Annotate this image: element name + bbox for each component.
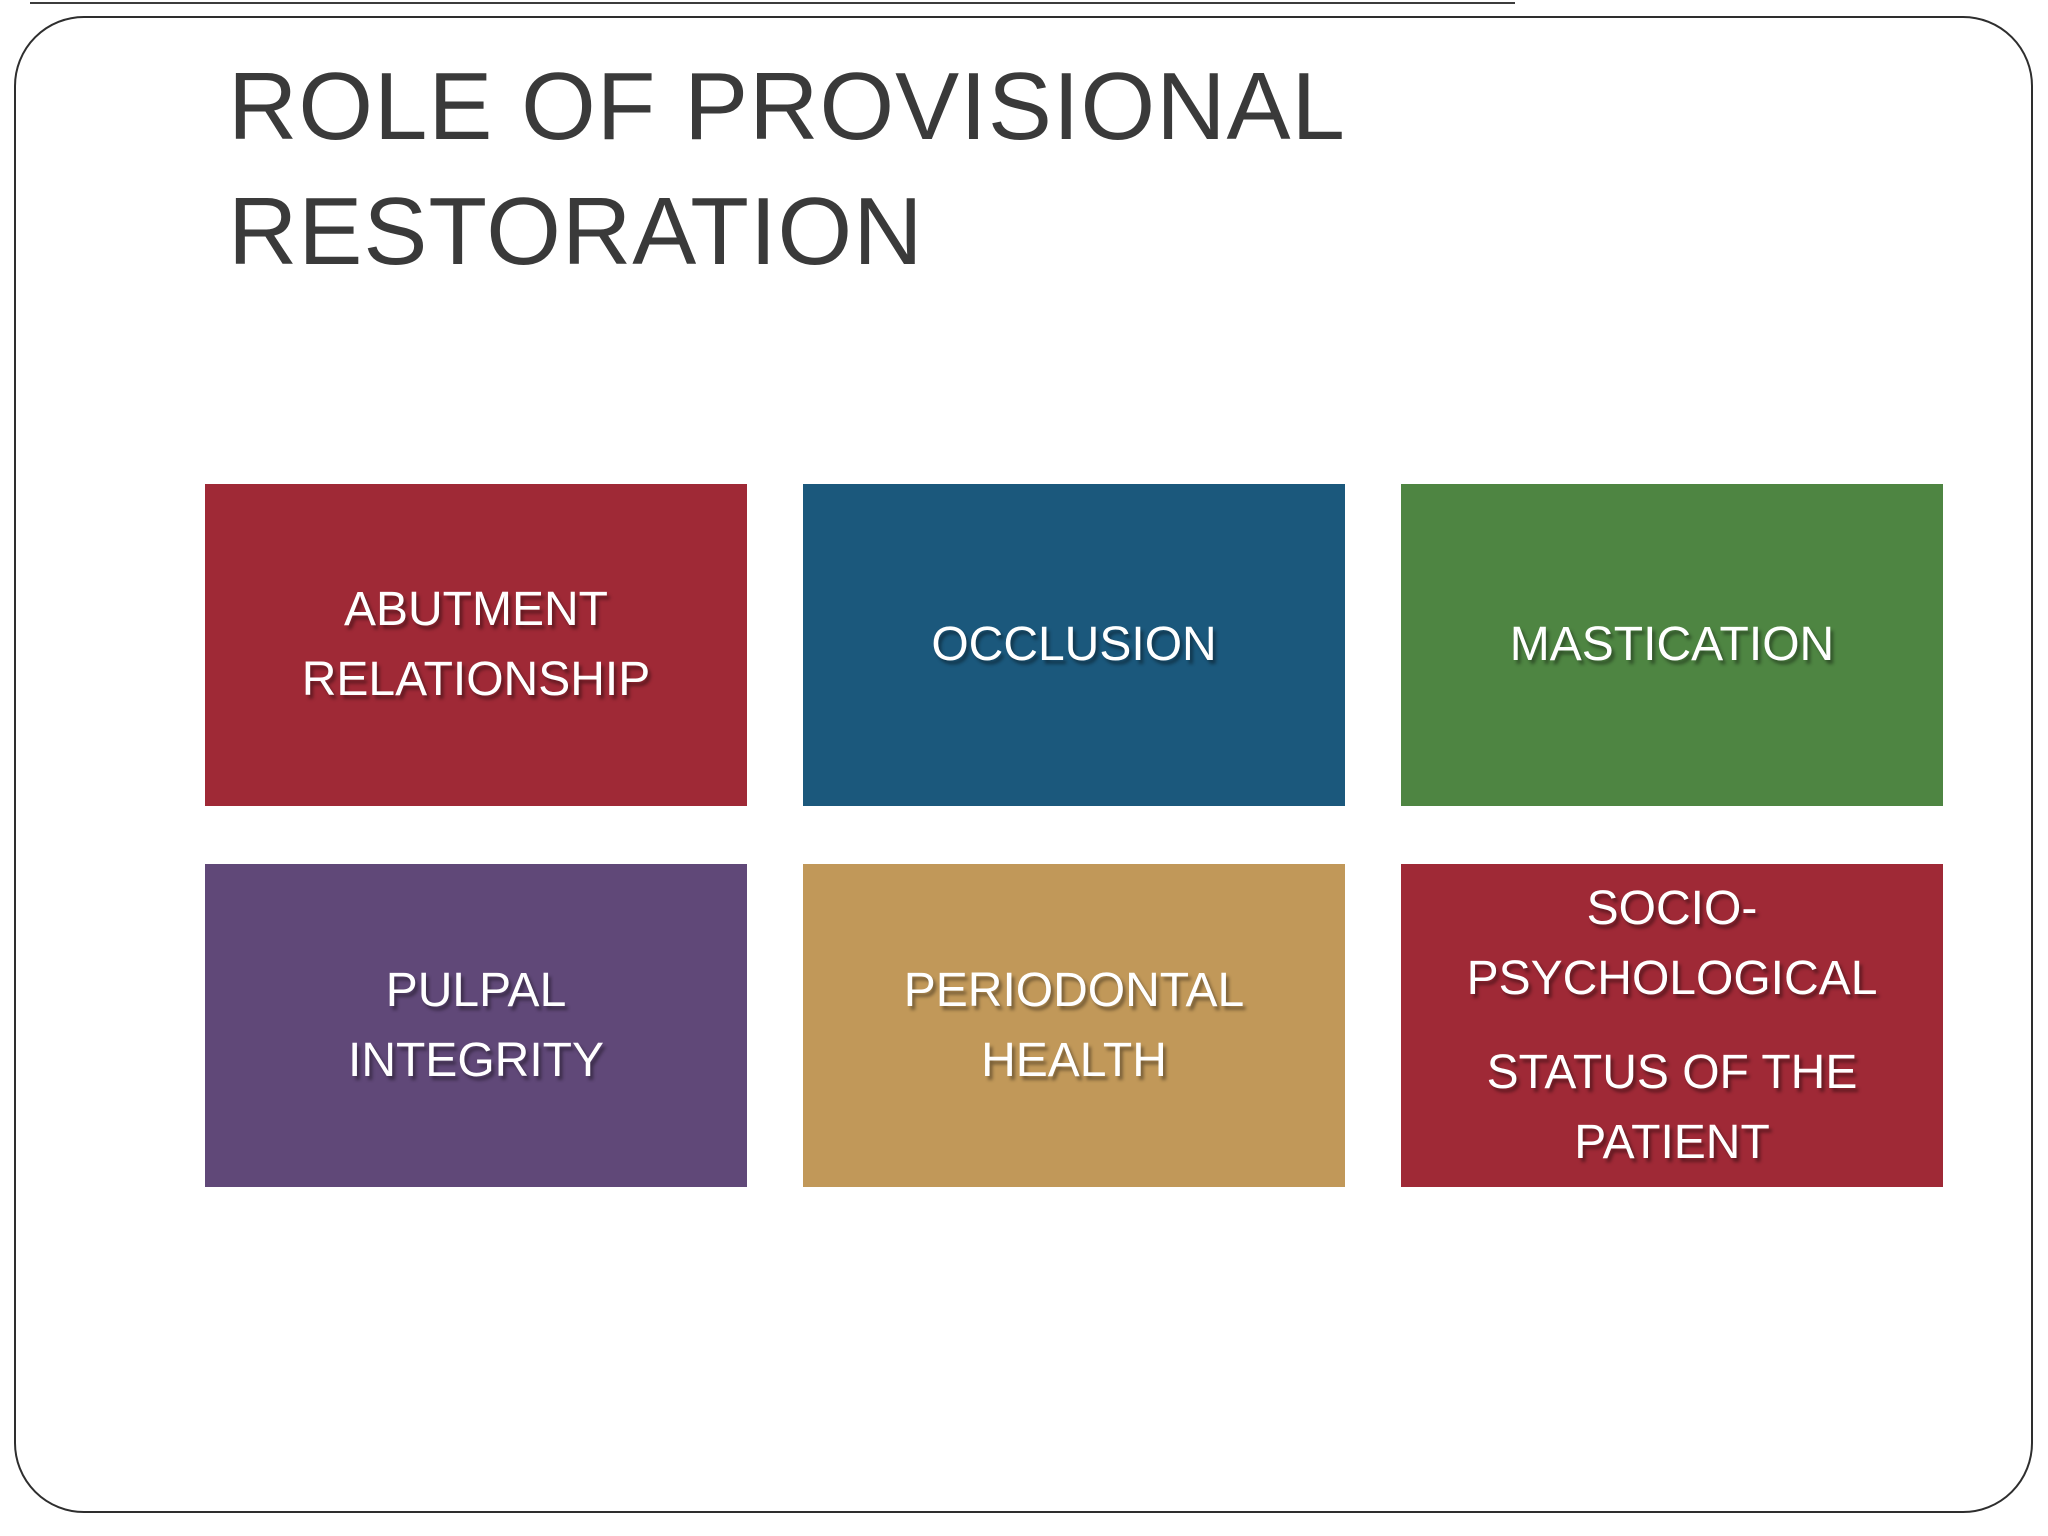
tile-mastication: MASTICATION: [1401, 484, 1943, 806]
tile-label: MASTICATION: [1509, 618, 1835, 671]
tile-grid: ABUTMENT RELATIONSHIP OCCLUSION MASTICAT…: [205, 484, 1943, 1187]
slide-title: ROLE OF PROVISIONAL RESTORATION: [228, 53, 1346, 285]
tile-label: PULPAL INTEGRITY: [347, 963, 604, 1087]
tile-label: PERIODONTAL HEALTH: [903, 963, 1245, 1087]
tile-periodontal-health: PERIODONTAL HEALTH: [803, 864, 1345, 1187]
tile-label: SOCIO- PSYCHOLOGICAL: [1466, 881, 1878, 1005]
outer-edge-line: [30, 2, 1515, 4]
tile-pulpal-integrity: PULPAL INTEGRITY: [205, 864, 747, 1187]
tile-socio-psychological-status: SOCIO- PSYCHOLOGICAL STATUS OF THE PATIE…: [1401, 864, 1943, 1187]
tile-label-secondary: STATUS OF THE PATIENT: [1486, 1045, 1858, 1169]
tile-abutment-relationship: ABUTMENT RELATIONSHIP: [205, 484, 747, 806]
tile-occlusion: OCCLUSION: [803, 484, 1345, 806]
tile-label: ABUTMENT RELATIONSHIP: [301, 583, 651, 706]
tile-label: OCCLUSION: [931, 618, 1217, 671]
slide-border-frame: [14, 16, 2033, 1513]
